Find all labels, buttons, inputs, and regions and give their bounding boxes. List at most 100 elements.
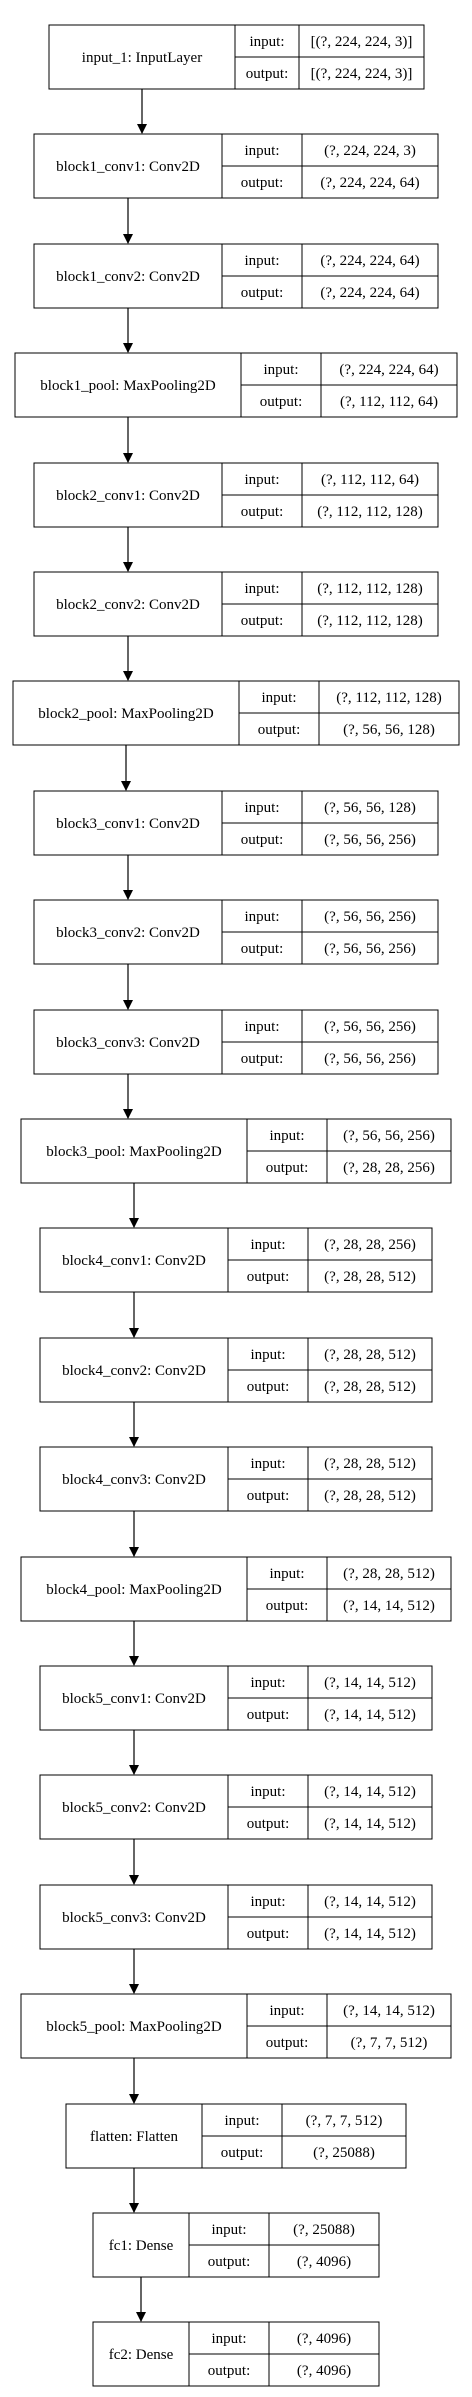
output-shape-cell	[318, 712, 460, 746]
input-label: input:	[244, 143, 279, 159]
output-shape-cell	[301, 822, 439, 856]
output-shape: (?, 112, 112, 128)	[317, 504, 423, 520]
input-shape-cell	[307, 1227, 433, 1261]
input-label: input:	[269, 1566, 304, 1582]
output-shape: (?, 4096)	[297, 2254, 351, 2270]
input-label: input:	[244, 909, 279, 925]
output-label: output:	[258, 722, 301, 738]
layer-name: block4_conv1: Conv2D	[62, 1253, 206, 1269]
layer-name: block3_conv2: Conv2D	[56, 925, 200, 941]
input-label: input:	[249, 34, 284, 50]
output-shape: (?, 112, 112, 64)	[340, 394, 438, 410]
output-label: output:	[241, 504, 284, 520]
input-label: input:	[269, 1128, 304, 1144]
layer-node-block5-pool: block5_pool: MaxPooling2Dinput:output:(?…	[20, 1993, 452, 2059]
input-label-cell	[227, 1774, 309, 1808]
input-shape: (?, 224, 224, 3)	[324, 143, 416, 159]
output-label: output:	[247, 1379, 290, 1395]
input-shape: (?, 7, 7, 512)	[306, 2113, 383, 2129]
input-label-cell	[188, 2212, 270, 2246]
input-label: input:	[269, 2003, 304, 2019]
layer-name-cell	[39, 1337, 229, 1403]
layer-name-cell	[92, 2321, 190, 2387]
layer-name-cell	[33, 899, 223, 965]
output-shape: (?, 28, 28, 256)	[343, 1160, 435, 1176]
input-label: input:	[250, 1784, 285, 1800]
input-label-cell	[221, 790, 303, 824]
output-label-cell	[221, 603, 303, 637]
layer-name: block4_conv2: Conv2D	[62, 1363, 206, 1379]
output-label-cell	[246, 1588, 328, 1622]
output-shape-cell	[301, 494, 439, 528]
output-label: output:	[221, 2145, 264, 2161]
layer-name-cell	[39, 1774, 229, 1840]
output-label: output:	[247, 1816, 290, 1832]
output-label: output:	[241, 285, 284, 301]
input-shape-cell	[301, 1009, 439, 1043]
input-shape-cell	[307, 1774, 433, 1808]
output-shape: (?, 25088)	[313, 2145, 375, 2161]
layer-name-cell	[20, 1118, 248, 1184]
output-shape-cell	[307, 1369, 433, 1403]
input-shape: (?, 56, 56, 256)	[324, 909, 416, 925]
layer-name: block5_conv1: Conv2D	[62, 1691, 206, 1707]
layer-node-block4-pool: block4_pool: MaxPooling2Dinput:output:(?…	[20, 1556, 452, 1622]
input-label-cell	[246, 1118, 328, 1152]
output-shape-cell	[307, 1806, 433, 1840]
output-shape: (?, 112, 112, 128)	[317, 613, 423, 629]
input-label: input:	[250, 1237, 285, 1253]
input-shape: (?, 28, 28, 256)	[324, 1237, 416, 1253]
input-shape: (?, 14, 14, 512)	[324, 1784, 416, 1800]
input-label-cell	[240, 352, 322, 386]
output-label: output:	[247, 1269, 290, 1285]
layer-name: block3_conv1: Conv2D	[56, 816, 200, 832]
output-label: output:	[241, 832, 284, 848]
layer-name-cell	[33, 243, 223, 309]
input-label: input:	[244, 253, 279, 269]
layer-name: block5_conv2: Conv2D	[62, 1800, 206, 1816]
input-shape: (?, 14, 14, 512)	[324, 1894, 416, 1910]
output-shape: [(?, 224, 224, 3)]	[311, 66, 413, 82]
output-shape-cell	[298, 56, 425, 90]
output-shape: (?, 14, 14, 512)	[343, 1598, 435, 1614]
output-shape-cell	[281, 2135, 407, 2169]
layer-name-cell	[33, 462, 223, 528]
input-shape: [(?, 224, 224, 3)]	[311, 34, 413, 50]
layer-name-cell	[39, 1227, 229, 1293]
output-label-cell	[221, 165, 303, 199]
layer-name: block1_pool: MaxPooling2D	[40, 378, 216, 394]
input-shape-cell	[301, 243, 439, 277]
output-shape-cell	[307, 1697, 433, 1731]
output-label: output:	[247, 1707, 290, 1723]
input-shape-cell	[301, 899, 439, 933]
output-shape: (?, 7, 7, 512)	[351, 2035, 428, 2051]
layer-node-block2-pool: block2_pool: MaxPooling2Dinput:output:(?…	[12, 680, 460, 746]
output-shape: (?, 56, 56, 256)	[324, 941, 416, 957]
output-label: output:	[266, 1160, 309, 1176]
output-shape-cell	[326, 1588, 452, 1622]
output-label-cell	[221, 494, 303, 528]
output-shape-cell	[307, 1916, 433, 1950]
layer-node-block4-conv1: block4_conv1: Conv2D input: output: (?, 28,…	[39, 1227, 433, 1293]
layer-name-cell	[33, 133, 223, 199]
input-label-cell	[188, 2321, 270, 2355]
input-label: input:	[263, 362, 298, 378]
output-shape: (?, 28, 28, 512)	[324, 1269, 416, 1285]
input-label: input:	[244, 800, 279, 816]
output-label-cell	[227, 1697, 309, 1731]
input-shape: (?, 25088)	[293, 2222, 355, 2238]
input-shape: (?, 4096)	[297, 2331, 351, 2347]
layer-name-cell	[92, 2212, 190, 2278]
input-label: input:	[244, 581, 279, 597]
connection-arrows	[121, 89, 147, 2322]
layer-name: flatten: Flatten	[90, 2129, 178, 2145]
output-shape-cell	[301, 165, 439, 199]
input-shape-cell	[326, 1993, 452, 2027]
